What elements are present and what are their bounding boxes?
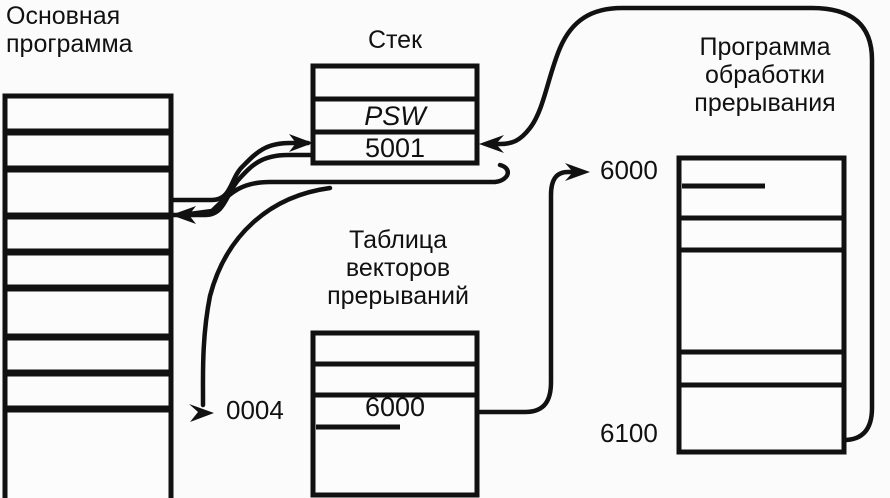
handler-title: Программа обработки прерывания: [694, 33, 836, 117]
vector-table-row: [310, 330, 480, 367]
handler-block: [676, 155, 847, 455]
main-program-row: [2, 286, 174, 339]
arrow-main-to-vector-table: [189, 185, 333, 422]
handler-row: [676, 349, 847, 388]
vector-table-index-label: 0004: [226, 395, 284, 425]
stack-cell-psw: PSW: [364, 101, 426, 131]
main-program-title: Основная программа: [6, 2, 133, 58]
handler-row: [676, 247, 847, 355]
vector-table-title: Таблица векторов прерываний: [327, 226, 469, 310]
main-program-block: [2, 93, 174, 498]
stack-row: [310, 96, 480, 135]
handler-start-address-label: 6000: [600, 155, 658, 185]
main-program-row: [2, 335, 174, 375]
vector-table-row: [310, 392, 480, 498]
vector-table-block: [310, 330, 480, 498]
handler-row: [676, 215, 847, 253]
stack-cell-return-address: 5001: [364, 133, 426, 163]
vector-table-cell-address: 6000: [364, 392, 426, 422]
stack-row: [310, 129, 480, 166]
main-program-row: [2, 167, 174, 218]
main-program-row: [2, 250, 174, 290]
handler-row: [676, 382, 847, 455]
main-program-row: [2, 214, 174, 254]
arrow-stack-pop-to-main: [171, 162, 510, 224]
handler-end-address-label: 6100: [600, 418, 658, 448]
main-program-row: [2, 407, 174, 498]
arrow-main-to-stack-push: [168, 134, 313, 203]
stack-title: Стек: [367, 26, 423, 54]
main-program-row: [2, 93, 174, 134]
main-program-row: [2, 371, 174, 411]
arrow-vector-to-handler-start: [474, 163, 590, 415]
arrow-handler-return-to-stack: [479, 5, 875, 443]
stack-row: [310, 63, 480, 102]
vector-table-row: [310, 361, 480, 398]
arrow-main-to-stack-secondary: [168, 152, 313, 218]
main-program-row: [2, 130, 174, 171]
stack-block: [310, 63, 480, 166]
